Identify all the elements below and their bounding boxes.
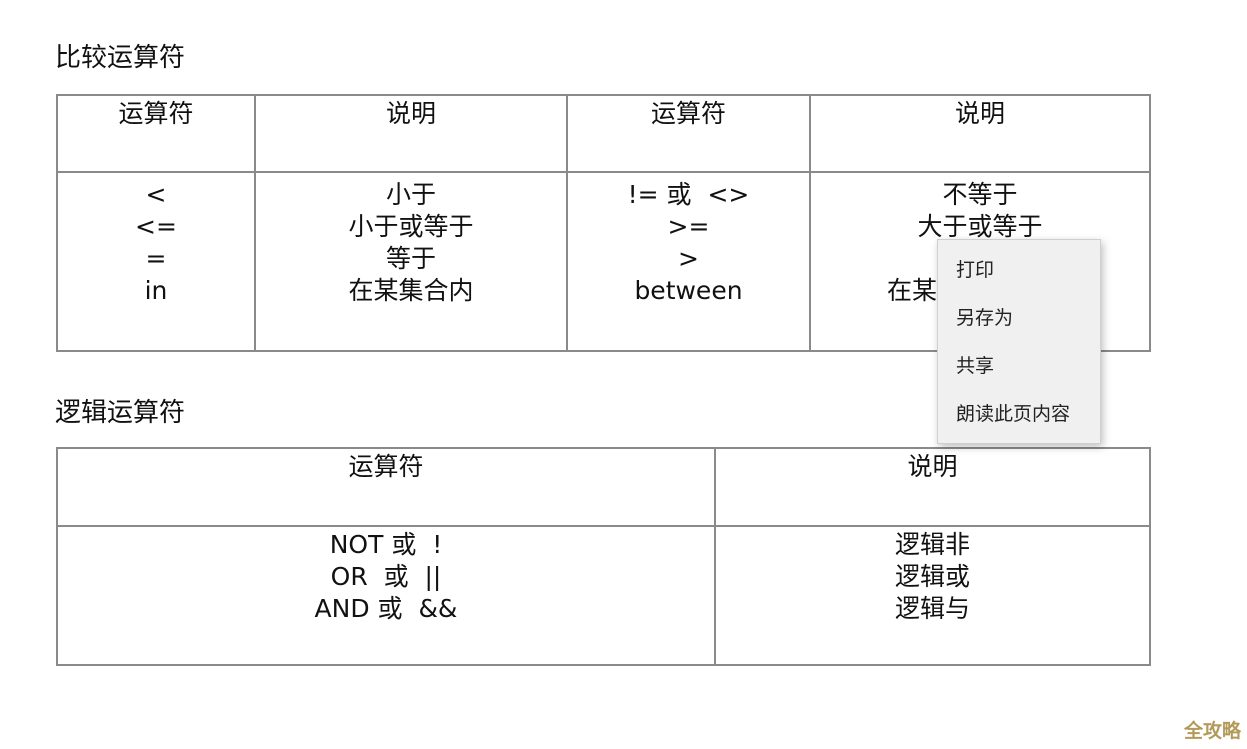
cell-line: NOT 或 !	[329, 530, 443, 559]
description-cell: 小于 小于或等于 等于 在某集合内	[254, 171, 568, 352]
cell-line: 在某	[887, 276, 938, 305]
cell-line: 逻辑或	[894, 562, 970, 591]
cell-line: >=	[667, 212, 710, 241]
cell-line: between	[634, 276, 743, 305]
cell-line: 小于或等于	[348, 212, 474, 241]
cell-line: 大于或等于	[917, 212, 1043, 241]
cell-line: <	[145, 180, 167, 209]
cell-line: 等于	[385, 244, 436, 273]
logical-title: 逻辑运算符	[55, 398, 186, 428]
table-header-row: 运算符 说明 运算符 说明	[56, 94, 1151, 173]
operators-cell: != 或 <> >= > between	[566, 171, 811, 352]
comparison-title: 比较运算符	[55, 43, 186, 73]
cell-line: 在某集合内	[348, 276, 474, 305]
header-cell: 运算符	[566, 94, 811, 173]
header-cell: 运算符	[56, 94, 256, 173]
cell-line: 小于	[385, 180, 436, 209]
operators-cell: < <= = in	[56, 171, 256, 352]
watermark: 全攻略	[1183, 720, 1241, 742]
operators-cell: NOT 或 ! OR 或 || AND 或 &&	[56, 525, 716, 666]
context-menu: 打印 另存为 共享 朗读此页内容	[937, 239, 1101, 444]
menu-item-read-aloud[interactable]: 朗读此页内容	[956, 403, 1071, 425]
table-row: NOT 或 ! OR 或 || AND 或 && 逻辑非 逻辑或 逻辑与	[56, 525, 1151, 666]
cell-line: AND 或 &&	[314, 594, 458, 623]
cell-line: in	[144, 276, 168, 305]
menu-item-print[interactable]: 打印	[956, 259, 995, 281]
cell-line: 逻辑非	[894, 530, 970, 559]
cell-line: != 或 <>	[627, 180, 750, 209]
logical-table: 运算符 说明 NOT 或 ! OR 或 || AND 或 && 逻辑非 逻辑或 …	[56, 447, 1151, 666]
cell-line: 不等于	[942, 180, 1018, 209]
menu-item-share[interactable]: 共享	[956, 355, 995, 377]
header-cell: 说明	[714, 447, 1151, 527]
description-cell: 逻辑非 逻辑或 逻辑与	[714, 525, 1151, 666]
menu-item-save-as[interactable]: 另存为	[956, 307, 1014, 329]
cell-line: <=	[135, 212, 177, 241]
comparison-table: 运算符 说明 运算符 说明 < <= = in 小于 小于或等于 等于 在某集合…	[56, 94, 1151, 352]
cell-line: OR 或 ||	[330, 562, 442, 591]
cell-line: =	[145, 244, 167, 273]
header-cell: 运算符	[56, 447, 716, 527]
cell-line: 逻辑与	[894, 594, 970, 623]
header-cell: 说明	[254, 94, 568, 173]
cell-line: >	[678, 244, 699, 273]
table-header-row: 运算符 说明	[56, 447, 1151, 527]
header-cell: 说明	[809, 94, 1151, 173]
